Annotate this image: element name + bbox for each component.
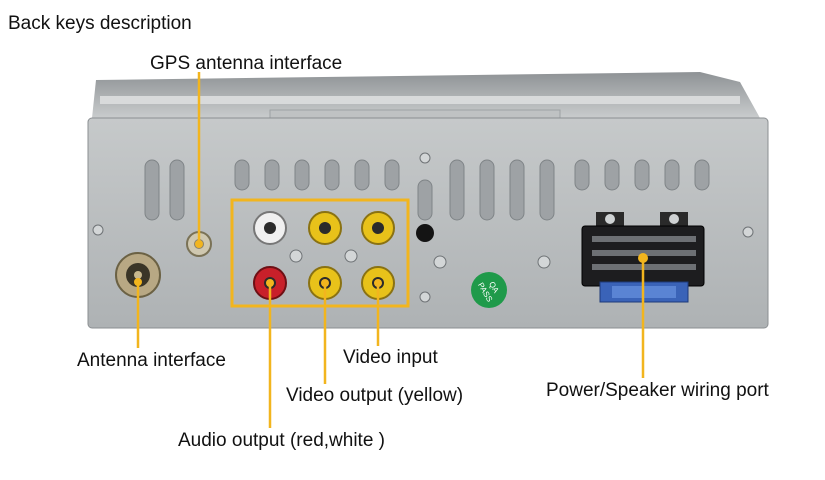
qa-pass-sticker: QA PASS: [471, 272, 507, 308]
rca-highlight-box: [230, 198, 410, 308]
audio-output-label: Audio output (red,white ): [178, 430, 386, 451]
video-input-label: Video input: [343, 347, 438, 368]
screws: [92, 152, 754, 303]
callout-lines: [134, 72, 648, 428]
rca-jacks: [253, 211, 395, 300]
power-speaker-label: Power/Speaker wiring port: [546, 380, 769, 401]
antenna-socket: [115, 252, 161, 298]
antenna-interface-label: Antenna interface: [77, 350, 226, 371]
reset-hole: [416, 224, 434, 242]
chassis-top: [92, 72, 760, 125]
gps-antenna-label: GPS antenna interface: [150, 53, 343, 74]
video-output-label: Video output (yellow): [286, 385, 464, 406]
diagram-title: Back keys description: [8, 13, 192, 34]
vent-slots: [144, 159, 710, 221]
